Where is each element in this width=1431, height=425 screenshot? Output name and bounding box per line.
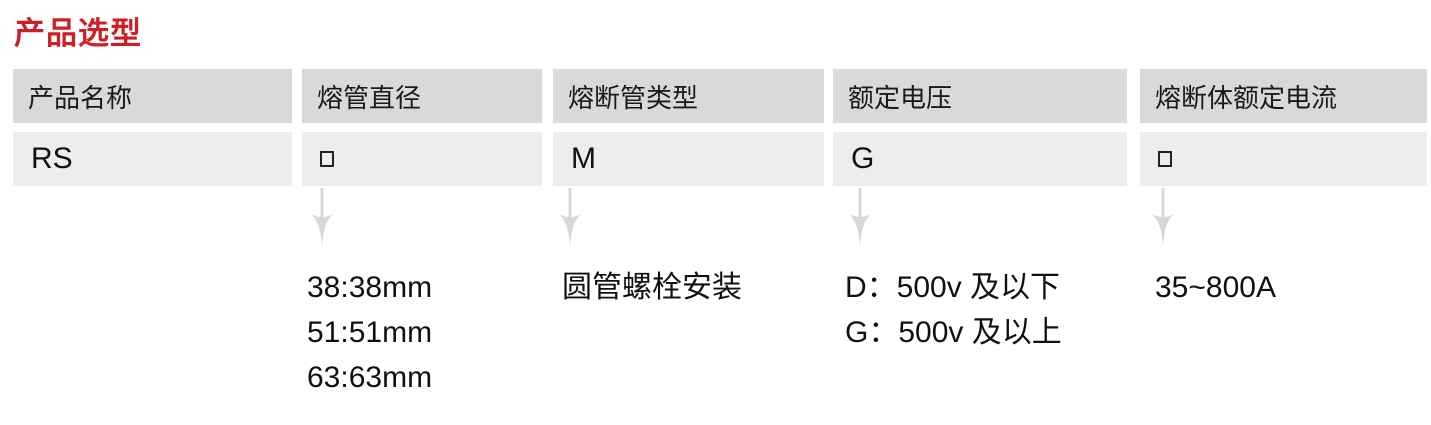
option-item: 圆管螺栓安装 bbox=[562, 271, 742, 304]
value-cell-rated-current bbox=[1140, 132, 1427, 186]
placeholder-square bbox=[320, 151, 334, 167]
value-cell-rated-voltage: G bbox=[833, 132, 1127, 186]
page-title: 产品选型 bbox=[14, 16, 142, 51]
header-label-rated-current: 熔断体额定电流 bbox=[1155, 82, 1338, 113]
value-cell-tube-diameter bbox=[302, 132, 542, 186]
header-cell-rated-current: 熔断体额定电流 bbox=[1140, 69, 1427, 123]
option-item: 38:38mm bbox=[307, 271, 433, 304]
header-cell-product-name: 产品名称 bbox=[13, 69, 292, 123]
option-item: 35~800A bbox=[1155, 271, 1276, 304]
option-item: G：500v 及以上 bbox=[845, 316, 1062, 349]
header-cell-fuse-tube-type: 熔断管类型 bbox=[553, 69, 824, 123]
header-cell-rated-voltage: 额定电压 bbox=[833, 69, 1127, 123]
option-item: 51:51mm bbox=[307, 316, 433, 349]
options-tube-diameter: 38:38mm 51:51mm 63:63mm bbox=[307, 265, 432, 400]
options-rated-voltage: D：500v 及以下 G：500v 及以上 bbox=[845, 265, 1062, 355]
value-label-rated-voltage: G bbox=[851, 142, 875, 175]
down-arrow-icon bbox=[849, 188, 871, 246]
header-label-product-name: 产品名称 bbox=[28, 82, 133, 113]
options-fuse-tube-type: 圆管螺栓安装 bbox=[562, 265, 742, 310]
value-label-product-name: RS bbox=[31, 142, 73, 175]
header-label-tube-diameter: 熔管直径 bbox=[317, 82, 422, 113]
header-label-fuse-tube-type: 熔断管类型 bbox=[568, 82, 699, 113]
placeholder-square bbox=[1158, 151, 1172, 167]
value-cell-product-name: RS bbox=[13, 132, 292, 186]
down-arrow-icon bbox=[559, 188, 581, 246]
header-cell-tube-diameter: 熔管直径 bbox=[302, 69, 542, 123]
option-item: D：500v 及以下 bbox=[845, 271, 1061, 304]
value-cell-fuse-tube-type: M bbox=[553, 132, 824, 186]
option-item: 63:63mm bbox=[307, 361, 433, 394]
value-label-fuse-tube-type: M bbox=[571, 142, 596, 175]
down-arrow-icon bbox=[311, 188, 333, 246]
header-label-rated-voltage: 额定电压 bbox=[848, 82, 953, 113]
down-arrow-icon bbox=[1152, 188, 1174, 246]
options-rated-current: 35~800A bbox=[1155, 265, 1276, 310]
